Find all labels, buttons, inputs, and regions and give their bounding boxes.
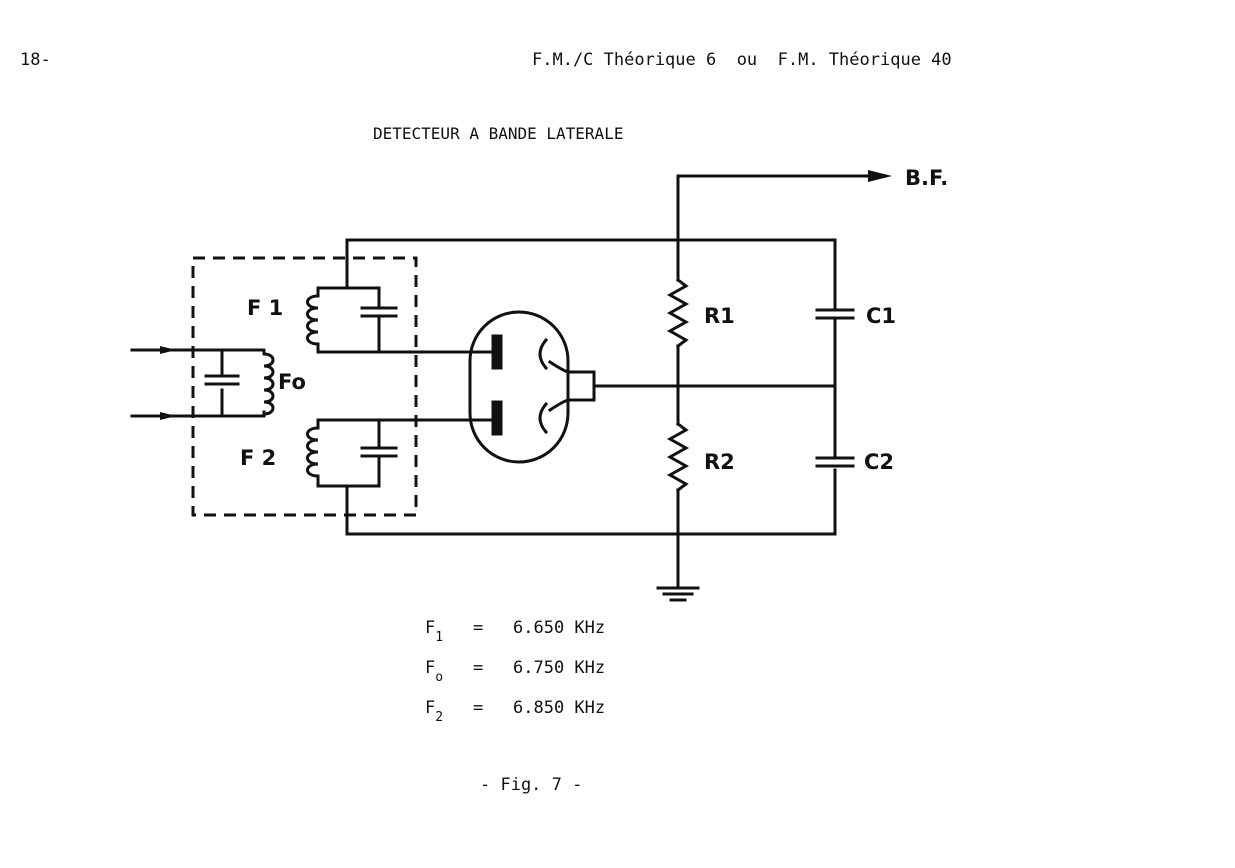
coil-f1 — [306, 286, 381, 354]
diagram-title: DETECTEUR A BANDE LATERALE — [373, 124, 624, 143]
input-arrow-1 — [160, 346, 176, 354]
freq-symbol: F — [425, 618, 436, 638]
freq-symbol: F — [425, 658, 436, 678]
label-f2: F 2 — [240, 446, 276, 470]
vacuum-tube — [468, 310, 570, 464]
frequency-table: F1 = 6.650 KHz Fo = 6.750 KHz F2 = 6.850… — [425, 618, 605, 738]
freq-equals: = — [473, 698, 484, 718]
page-number: 18- — [20, 50, 51, 70]
label-c1: C1 — [866, 304, 896, 328]
label-r1: R1 — [704, 304, 735, 328]
frequency-row-fo: Fo = 6.750 KHz — [425, 658, 605, 698]
label-c2: C2 — [864, 450, 894, 474]
freq-subscript: o — [435, 670, 444, 686]
freq-value: 6.850 KHz — [513, 698, 606, 718]
freq-equals: = — [473, 618, 484, 638]
coil-fo — [262, 352, 275, 416]
resistor-r2 — [666, 421, 690, 493]
capacitor-f1 — [360, 306, 398, 318]
coil-f2 — [306, 418, 381, 488]
page-header: F.M./C Théorique 6 ou F.M. Théorique 40 — [532, 50, 952, 70]
top-rail — [345, 238, 837, 302]
capacitor-f2 — [360, 446, 398, 458]
input-arrow-2 — [160, 412, 176, 420]
bottom-rail — [345, 468, 837, 536]
label-r2: R2 — [704, 450, 735, 474]
resistor-r1 — [666, 277, 690, 349]
shield-box — [191, 256, 418, 517]
label-f1: F 1 — [247, 296, 283, 320]
ground-symbol — [656, 586, 700, 602]
label-fo: Fo — [278, 370, 306, 394]
output-wire — [676, 174, 872, 244]
freq-subscript: 2 — [435, 710, 444, 726]
frequency-row-f1: F1 = 6.650 KHz — [425, 618, 605, 658]
freq-equals: = — [473, 658, 484, 678]
output-arrow — [868, 170, 892, 182]
frequency-row-f2: F2 = 6.850 KHz — [425, 698, 605, 738]
freq-value: 6.650 KHz — [513, 618, 606, 638]
freq-value: 6.750 KHz — [513, 658, 606, 678]
capacitor-c2 — [815, 456, 855, 468]
freq-symbol: F — [425, 698, 436, 718]
figure-caption: - Fig. 7 - — [480, 775, 583, 795]
freq-subscript: 1 — [435, 630, 444, 646]
label-output: B.F. — [905, 166, 948, 190]
capacitor-fo — [204, 374, 240, 386]
